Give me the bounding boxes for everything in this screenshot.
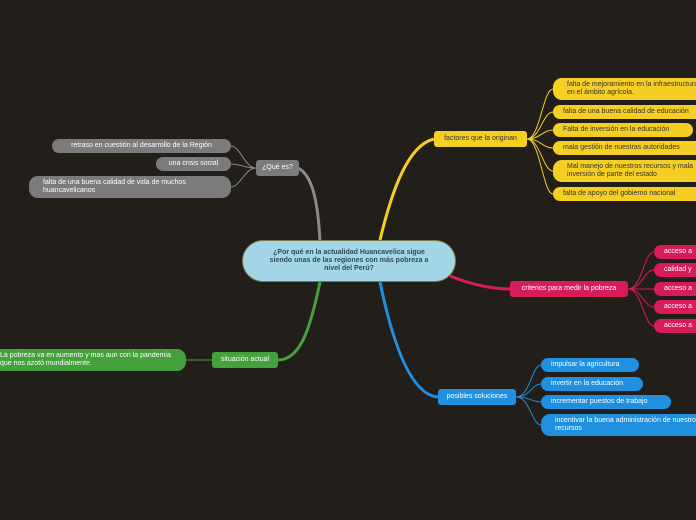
connector-criterios	[449, 274, 511, 291]
central-topic[interactable]: ¿Por qué en la actualidad Huancavelica s…	[242, 240, 456, 282]
branch-label: posibles soluciones	[446, 393, 508, 400]
leaf-criterios-1[interactable]: acceso a	[654, 245, 696, 259]
leaf-text: una crisis social	[168, 160, 219, 167]
leaf-text: mala gestión de nuestras autoridades	[563, 144, 680, 151]
branch-situacion-actual[interactable]: situación actual	[212, 352, 278, 368]
leaf-text: acceso a	[664, 248, 693, 255]
branch-criterios[interactable]: criterios para medir la pobreza	[510, 281, 628, 297]
leaf-criterios-2[interactable]: calidad y	[654, 263, 696, 277]
leaf-factores-2[interactable]: falta de una buena calidad de educación	[553, 105, 696, 119]
leaf-factores-3[interactable]: Falta de inversión en la educación	[553, 123, 693, 137]
branch-label: situación actual	[220, 356, 270, 363]
leaf-text: impulsar la agricultura	[551, 361, 620, 368]
leaf-factores-6[interactable]: falta de apoyo del gobierno nacional	[553, 187, 696, 201]
leaf-factores-4[interactable]: mala gestión de nuestras autoridades	[553, 141, 696, 155]
leaf-text: incentivar la buena administración de nu…	[555, 417, 696, 432]
leaf-text: calidad y	[664, 266, 692, 273]
leaf-text: retraso en cuestión al desarrollo de la …	[71, 142, 212, 149]
leaf-text: acceso a	[664, 303, 693, 310]
leaf-soluciones-4[interactable]: incentivar la buena administración de nu…	[541, 414, 696, 436]
leaf-criterios-4[interactable]: acceso a	[654, 300, 696, 314]
leaf-soluciones-1[interactable]: impulsar la agricultura	[541, 358, 639, 372]
leaf-text: falta de una buena calidad de educación	[563, 108, 689, 115]
leaf-text: acceso a	[664, 322, 693, 329]
branch-label: factores que la originan	[444, 135, 517, 142]
leaf-text: Mal manejo de nuestros recursos y mala i…	[567, 163, 694, 178]
leaf-text: falta de apoyo del gobierno nacional	[563, 190, 676, 197]
leaf-que-es-3[interactable]: falta de una buena calidad de vida de mu…	[29, 176, 231, 198]
central-topic-text: ¿Por qué en la actualidad Huancavelica s…	[269, 249, 429, 272]
leaf-soluciones-3[interactable]: incrementar puestos de trabajo	[541, 395, 671, 409]
branch-soluciones[interactable]: posibles soluciones	[438, 389, 516, 405]
branch-label: ¿Qué es?	[262, 164, 293, 171]
leaf-que-es-2[interactable]: una crisis social	[156, 157, 231, 171]
leaf-text: La pobreza va en aumento y mas aun con l…	[0, 352, 171, 367]
leaf-que-es-1[interactable]: retraso en cuestión al desarrollo de la …	[52, 139, 231, 153]
branch-que-es[interactable]: ¿Qué es?	[256, 160, 299, 176]
connector-que-es	[297, 166, 322, 243]
leaf-soluciones-2[interactable]: invertir en la educación	[541, 377, 643, 391]
leaf-factores-1[interactable]: falta de mejoramiento en la infraestruct…	[553, 78, 696, 100]
leaf-text: falta de mejoramiento en la infraestruct…	[567, 81, 696, 96]
leaf-criterios-5[interactable]: acceso a	[654, 319, 696, 333]
leaf-text: falta de una buena calidad de vida de mu…	[43, 179, 186, 194]
connector-soluciones	[378, 281, 439, 399]
leaf-criterios-3[interactable]: acceso a	[654, 282, 696, 296]
branch-factores[interactable]: factores que la originan	[434, 131, 527, 147]
leaf-situacion-1[interactable]: La pobreza va en aumento y mas aun con l…	[0, 349, 186, 371]
leaf-factores-5[interactable]: Mal manejo de nuestros recursos y mala i…	[553, 160, 696, 182]
leaf-text: acceso a	[664, 285, 693, 292]
connector-factores	[378, 137, 435, 241]
branch-label: criterios para medir la pobreza	[521, 285, 617, 292]
leaf-text: Falta de inversión en la educación	[563, 126, 670, 133]
leaf-text: incrementar puestos de trabajo	[551, 398, 648, 405]
leaf-text: invertir en la educación	[551, 380, 623, 387]
connector-situacion	[277, 281, 322, 362]
